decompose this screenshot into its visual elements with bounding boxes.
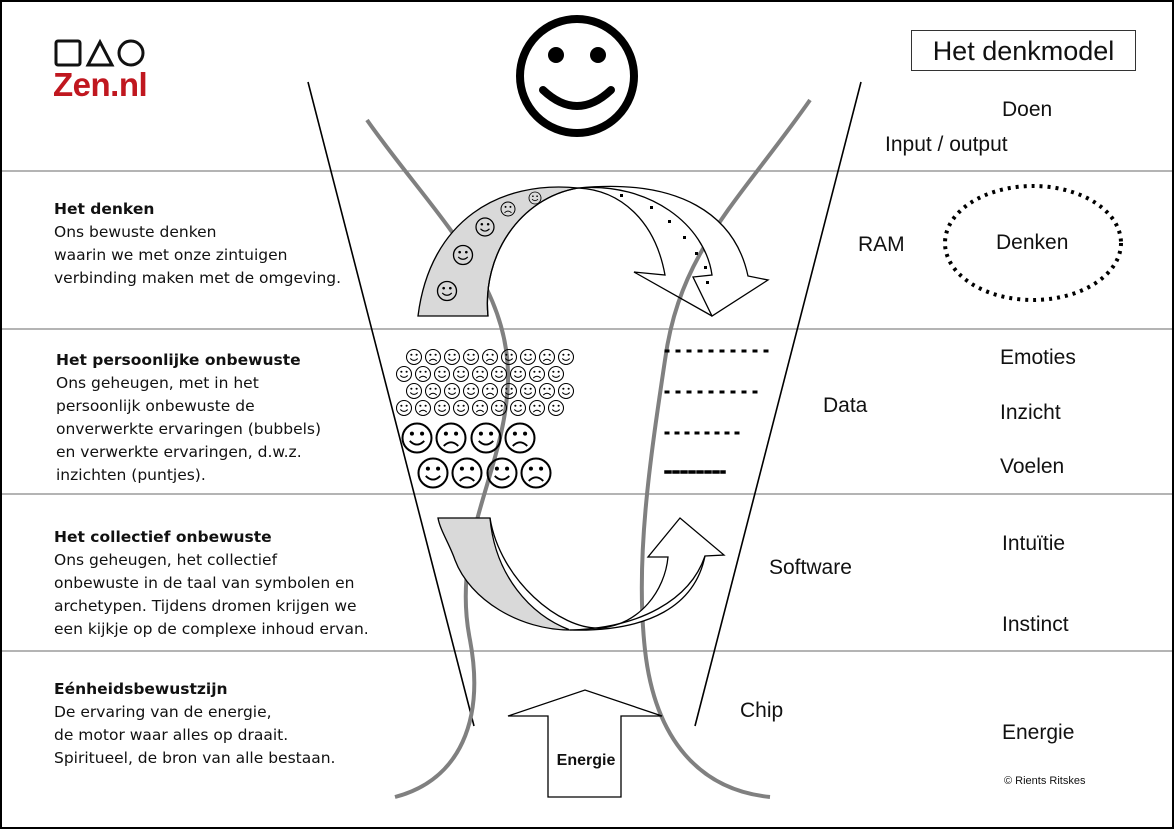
smiley-icon <box>452 365 470 383</box>
label-ram: RAM <box>858 233 905 256</box>
section-heading: Het denken <box>54 200 155 218</box>
smiley-icon <box>452 399 470 417</box>
frowny-icon <box>471 399 489 417</box>
bubble-grid <box>395 348 575 489</box>
section-line: waarin we met onze zintuigen <box>54 246 288 264</box>
frowny-icon <box>414 365 432 383</box>
band-dividers <box>2 170 1172 652</box>
smiley-icon <box>547 399 565 417</box>
section-line: Ons geheugen, het collectief <box>54 551 278 569</box>
frowny-icon <box>538 348 556 366</box>
upper-curved-arrow <box>417 185 770 317</box>
frowny-icon <box>471 365 489 383</box>
smiley-icon <box>443 348 461 366</box>
section-line: onverwerkte ervaringen (bubbels) <box>56 420 322 438</box>
section-eenheidsbewustzijn: Eénheidsbewustzijn De ervaring van de en… <box>54 678 335 770</box>
section-line: archetypen. Tijdens dromen krijgen we <box>54 597 357 615</box>
frowny-icon <box>424 382 442 400</box>
smiley-icon <box>509 399 527 417</box>
big-smiley-icon <box>516 15 638 137</box>
smiley-icon <box>547 365 565 383</box>
smiley-icon <box>433 365 451 383</box>
label-denken: Denken <box>996 231 1069 254</box>
section-line: en verwerkte ervaringen, d.w.z. <box>56 443 302 461</box>
label-inzicht: Inzicht <box>1000 401 1061 424</box>
smiley-icon <box>462 382 480 400</box>
logo-glyphs <box>54 38 145 67</box>
section-line: een kijkje op de complexe inhoud ervan. <box>54 620 369 638</box>
label-input-output: Input / output <box>885 133 1008 156</box>
insight-dots <box>664 349 770 474</box>
frowny-icon <box>504 422 536 454</box>
smiley-icon <box>462 348 480 366</box>
smiley-icon <box>433 399 451 417</box>
label-voelen: Voelen <box>1000 455 1065 478</box>
label-emoties: Emoties <box>1000 346 1076 369</box>
frowny-icon <box>435 422 467 454</box>
section-line: inzichten (puntjes). <box>56 466 206 484</box>
section-heading: Het collectief onbewuste <box>54 528 272 546</box>
energie-arrow-label: Energie <box>556 752 616 769</box>
section-denken: Het denken Ons bewuste denken waarin we … <box>54 198 341 290</box>
smiley-icon <box>557 348 575 366</box>
smiley-icon <box>470 422 502 454</box>
smiley-icon <box>395 365 413 383</box>
label-instinct: Instinct <box>1002 613 1069 636</box>
smiley-icon <box>405 348 423 366</box>
frowny-icon <box>528 399 546 417</box>
label-chip: Chip <box>740 699 784 722</box>
section-line: persoonlijk onbewuste de <box>56 397 255 415</box>
smiley-icon <box>490 365 508 383</box>
upper-arrow-dots <box>620 194 709 284</box>
section-line: Spiritueel, de bron van alle bestaan. <box>54 749 336 767</box>
frowny-icon <box>538 382 556 400</box>
section-line: De ervaring van de energie, <box>54 703 272 721</box>
frowny-icon <box>451 457 483 489</box>
frowny-icon <box>481 382 499 400</box>
frowny-icon <box>424 348 442 366</box>
frowny-icon <box>414 399 432 417</box>
section-heading: Eénheidsbewustzijn <box>54 680 228 698</box>
smiley-icon <box>443 382 461 400</box>
section-heading: Het persoonlijke onbewuste <box>56 351 301 369</box>
smiley-icon <box>405 382 423 400</box>
smiley-icon <box>519 382 537 400</box>
section-line: de motor waar alles op draait. <box>54 726 289 744</box>
smiley-icon <box>401 422 433 454</box>
section-line: onbewuste in de taal van symbolen en <box>54 574 355 592</box>
funnel-lines <box>307 81 862 727</box>
label-doen: Doen <box>1002 98 1053 121</box>
section-line: verbinding maken met de omgeving. <box>54 269 342 287</box>
smiley-icon <box>509 365 527 383</box>
frowny-icon <box>481 348 499 366</box>
label-intuitie: Intuïtie <box>1002 532 1066 555</box>
label-software: Software <box>769 556 852 579</box>
page-title: Het denkmodel <box>911 30 1136 71</box>
lower-curved-arrow <box>437 517 726 631</box>
section-collectief-onbewuste: Het collectief onbewuste Ons geheugen, h… <box>54 526 369 641</box>
smiley-icon <box>395 399 413 417</box>
dotted-ellipse <box>943 184 1123 302</box>
section-line: Ons geheugen, met in het <box>56 374 259 392</box>
section-line: Ons bewuste denken <box>54 223 217 241</box>
label-energie: Energie <box>1002 721 1075 744</box>
smiley-icon <box>557 382 575 400</box>
energy-up-arrow <box>507 689 663 798</box>
frowny-icon <box>520 457 552 489</box>
frowny-icon <box>528 365 546 383</box>
logo-wordmark: Zen.nl <box>53 66 148 103</box>
smiley-icon <box>519 348 537 366</box>
smiley-icon <box>417 457 449 489</box>
label-data: Data <box>823 394 868 417</box>
section-persoonlijke-onbewuste: Het persoonlijke onbewuste Ons geheugen,… <box>56 349 321 487</box>
copyright-text: © Rients Ritskes <box>1004 775 1086 787</box>
